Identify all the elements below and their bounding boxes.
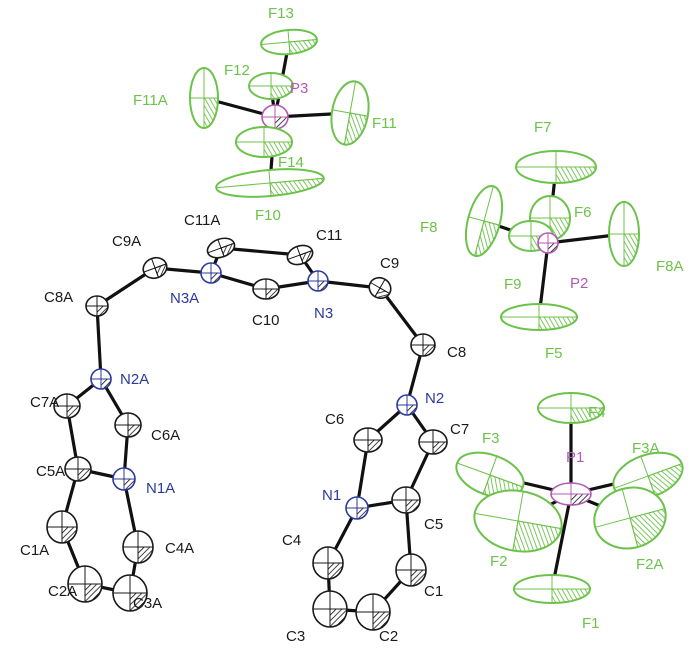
atom-label-N2: N2: [425, 390, 444, 407]
atom-C9: [368, 276, 392, 300]
atom-F1: [513, 574, 591, 604]
atom-F8A: [608, 201, 640, 267]
atom-C9A: [142, 256, 168, 280]
atom-F13: [260, 28, 318, 56]
atom-label-C4: C4: [282, 532, 301, 549]
atom-label-F5: F5: [545, 345, 563, 362]
atom-label-F8: F8: [420, 219, 438, 236]
atom-label-C5A: C5A: [36, 463, 65, 480]
atom-C11A: [206, 237, 236, 259]
atom-label-C7: C7: [450, 421, 469, 438]
atom-label-F3: F3: [482, 430, 500, 447]
atom-F8: [464, 184, 504, 258]
atom-C1: [395, 553, 427, 587]
atom-C7: [418, 429, 448, 455]
atom-label-P1: P1: [566, 449, 584, 466]
atom-label-F2A: F2A: [636, 556, 664, 573]
atom-C8A: [85, 295, 109, 317]
atom-label-C3: C3: [286, 628, 305, 645]
atom-label-C8A: C8A: [44, 289, 73, 306]
atom-N3: [307, 270, 329, 292]
atom-label-F13: F13: [268, 5, 294, 22]
atom-C1A: [46, 510, 78, 544]
atom-N2A: [90, 368, 112, 390]
atom-label-C3A: C3A: [133, 595, 162, 612]
atom-C5: [391, 486, 421, 514]
atom-P2: [537, 232, 559, 254]
atom-N1A: [112, 467, 136, 491]
atom-F12: [248, 72, 294, 100]
atom-C11: [286, 244, 314, 266]
atom-label-C6A: C6A: [151, 427, 180, 444]
atom-label-F2: F2: [490, 553, 508, 570]
atom-label-N3A: N3A: [170, 290, 199, 307]
atom-P1: [550, 482, 592, 506]
atom-F14: [235, 126, 293, 158]
atom-label-F3A: F3A: [632, 440, 660, 457]
atom-label-C11A: C11A: [184, 212, 220, 229]
atom-label-C7A: C7A: [30, 394, 59, 411]
atoms-layer: [46, 28, 684, 631]
atom-label-F11A: F11A: [133, 92, 168, 109]
atom-C7A: [53, 393, 81, 419]
atom-label-C9: C9: [380, 255, 399, 272]
atom-label-F8A: F8A: [656, 258, 684, 275]
atom-label-C9A: C9A: [112, 233, 141, 250]
atom-C2A: [67, 565, 103, 603]
atom-label-C8: C8: [447, 344, 466, 361]
atom-N2: [396, 394, 418, 416]
atom-label-F9: F9: [504, 276, 522, 293]
atom-C5A: [64, 456, 92, 482]
atom-C8: [410, 333, 436, 357]
atom-label-C10: C10: [252, 312, 280, 329]
atom-C3A: [112, 574, 148, 612]
atom-label-F1: F1: [582, 615, 600, 632]
atom-F2A: [593, 486, 667, 550]
atom-label-F6: F6: [574, 204, 592, 221]
atom-F5: [500, 303, 578, 331]
atom-C6: [353, 427, 383, 453]
atom-F11A: [189, 67, 219, 129]
atom-label-F10: F10: [255, 207, 281, 224]
atom-C4A: [122, 530, 154, 564]
atom-label-N3: N3: [314, 305, 333, 322]
atom-F7: [515, 150, 597, 184]
atom-label-P2: P2: [570, 275, 588, 292]
atom-F2: [473, 489, 563, 553]
atom-C4: [312, 546, 344, 580]
atom-label-C6: C6: [325, 411, 344, 428]
atom-label-N1A: N1A: [146, 480, 175, 497]
atom-label-N2A: N2A: [120, 371, 149, 388]
atom-label-C2A: C2A: [48, 583, 77, 600]
atom-F4: [537, 392, 605, 424]
atom-label-F7: F7: [534, 119, 552, 136]
atom-label-F14: F14: [278, 154, 304, 171]
atom-F10: [215, 168, 325, 198]
atom-C2: [355, 593, 391, 631]
atom-label-F12: F12: [224, 62, 250, 79]
atom-label-P3: P3: [290, 80, 308, 97]
atom-label-F4: F4: [588, 404, 606, 421]
bond-C8A-N2A: [95, 304, 103, 381]
atom-F11: [330, 80, 370, 146]
atom-label-F11: F11: [372, 115, 397, 132]
atom-N1: [345, 496, 369, 520]
atom-label-C1A: C1A: [20, 542, 49, 559]
atom-label-C2: C2: [379, 628, 398, 645]
atom-C3: [312, 590, 348, 628]
bond-P1-F1: [550, 492, 573, 591]
atom-label-C1: C1: [424, 583, 443, 600]
atom-C6A: [114, 412, 142, 438]
atom-C10: [252, 278, 280, 300]
atom-P3: [261, 104, 289, 130]
atom-N3A: [200, 262, 222, 284]
atom-label-C5: C5: [424, 516, 443, 533]
atom-label-C11: C11: [316, 227, 342, 244]
atom-label-N1: N1: [322, 487, 341, 504]
atom-label-C4A: C4A: [165, 540, 194, 557]
